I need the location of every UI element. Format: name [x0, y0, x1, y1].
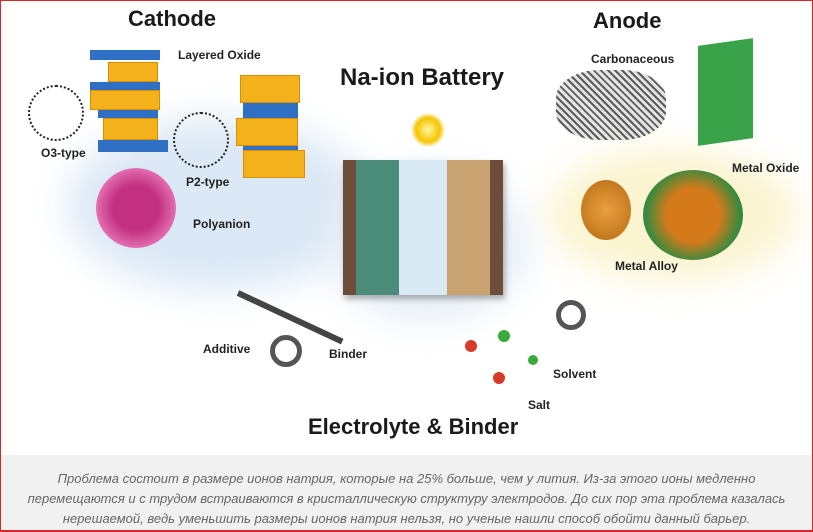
metal-oxide-label: Metal Oxide — [732, 161, 800, 175]
metal-alloy-composite — [643, 170, 743, 260]
light-bulb-icon — [411, 113, 445, 147]
p2-octahedron-inset — [173, 112, 229, 168]
caption-line: Проблема состоит в размере ионов натрия,… — [57, 471, 756, 486]
p2-type-label: P2-type — [186, 175, 230, 189]
caption-line: перемещаются и с трудом встраиваются в к… — [27, 491, 786, 506]
layered-oxide-p2-structure — [240, 75, 300, 103]
metal-alloy-particle — [581, 180, 631, 240]
battery-cell — [343, 160, 503, 295]
layered-oxide-o3-structure — [90, 50, 160, 60]
salt-molecule — [465, 340, 477, 352]
additive-label: Additive — [203, 342, 251, 356]
image-caption: Проблема состоит в размере ионов натрия,… — [0, 455, 813, 532]
cathode-heading: Cathode — [128, 6, 216, 31]
metal-alloy-label: Metal Alloy — [615, 259, 678, 273]
polyanion-label: Polyanion — [193, 217, 251, 231]
graphene-structure — [556, 70, 666, 140]
layered-oxide-label: Layered Oxide — [178, 48, 261, 62]
additive-molecule — [270, 335, 302, 367]
anode-heading: Anode — [593, 8, 662, 33]
salt-label: Salt — [528, 398, 551, 412]
o3-octahedron-inset — [28, 85, 84, 141]
binder-label: Binder — [329, 347, 368, 361]
battery-diagram-image: Cathode Layered Oxide O3-type P2-type Po… — [8, 0, 813, 455]
diagram-title: Na-ion Battery — [340, 64, 505, 91]
carbonaceous-label: Carbonaceous — [591, 52, 675, 66]
solvent-label: Solvent — [553, 367, 597, 381]
solvent-molecule — [556, 300, 586, 330]
electrolyte-binder-heading: Electrolyte & Binder — [308, 414, 519, 439]
o3-type-label: O3-type — [41, 146, 86, 160]
caption-line: нерешаемой, ведь уменьшить размеры ионов… — [62, 511, 751, 526]
polyanion-structure — [96, 168, 176, 248]
